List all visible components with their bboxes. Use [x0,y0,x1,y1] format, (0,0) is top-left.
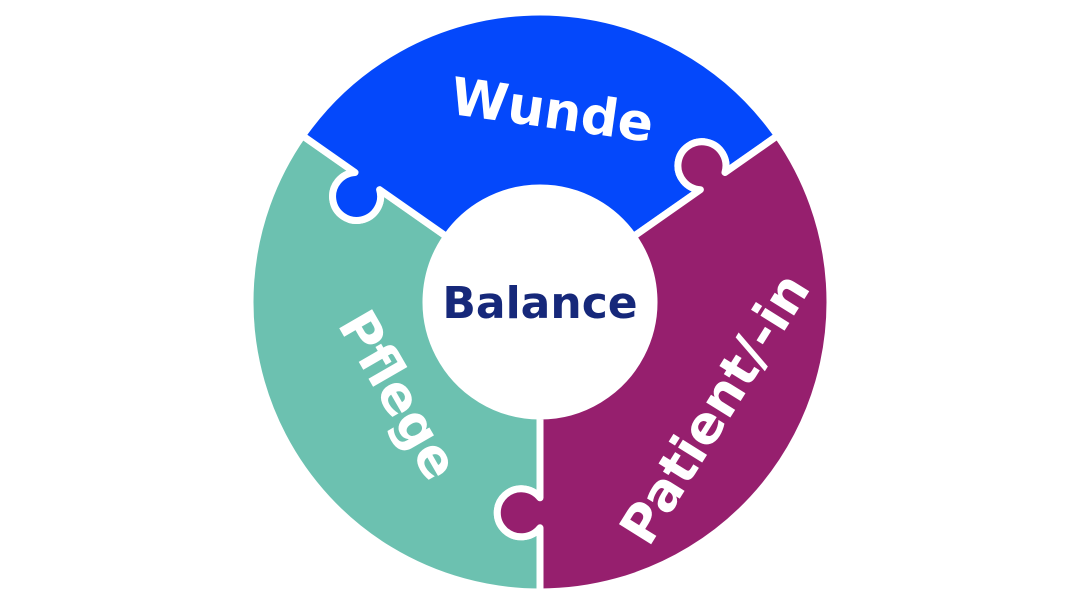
label-balance: Balance [442,278,637,329]
center-circle [424,186,656,418]
